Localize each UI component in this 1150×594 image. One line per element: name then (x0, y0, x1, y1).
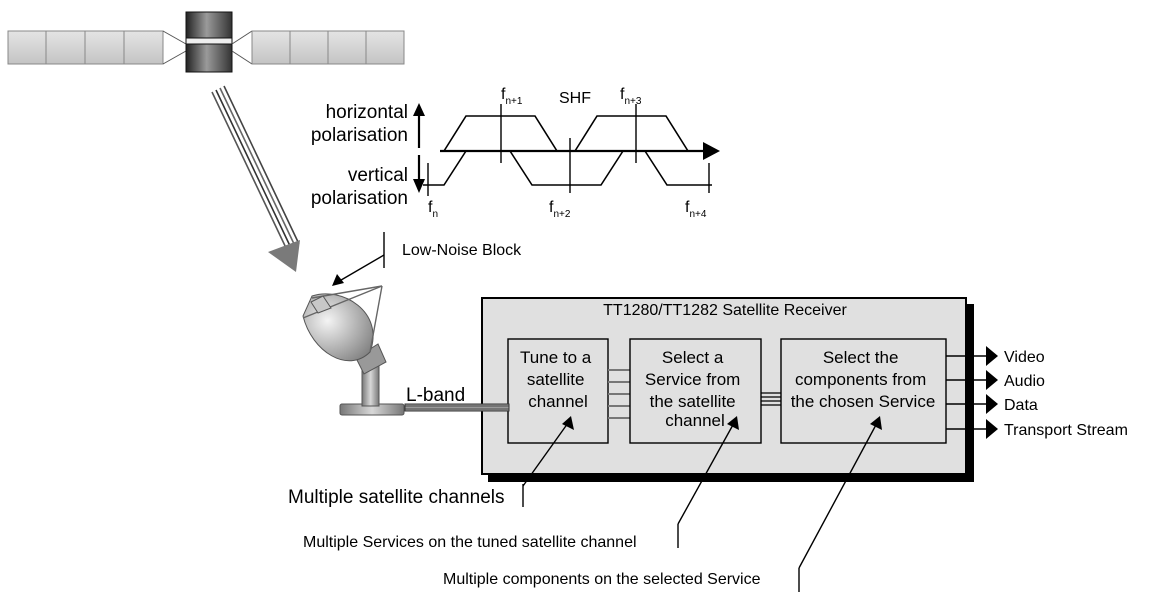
annotation-channels-text: Multiple satellite channels (288, 487, 505, 508)
freq-label-n: fn (428, 199, 438, 220)
tune-box-text: Tune to a satellite channel (520, 348, 596, 411)
select-components-box-text: Select the components from the chosen Se… (791, 348, 936, 411)
output-data: Data (946, 394, 1038, 414)
outputs: Video Audio Data Transport Stream (946, 346, 1128, 439)
freq-label-n4: fn+4 (685, 199, 707, 220)
lnb-label: Low-Noise Block (402, 242, 522, 259)
annotation-components: Multiple components on the selected Serv… (443, 416, 882, 592)
annotation-services-text: Multiple Services on the tuned satellite… (303, 534, 637, 551)
service-bus (761, 392, 781, 406)
annotation-channels: Multiple satellite channels (288, 416, 574, 508)
output-video-label: Video (1004, 349, 1045, 366)
shf-label: SHF (559, 90, 591, 107)
output-audio-label: Audio (1004, 373, 1045, 390)
output-transport-stream: Transport Stream (946, 419, 1128, 439)
satellite-dish-icon (302, 285, 405, 416)
channel-bus (608, 369, 630, 419)
downlink-beam (211, 85, 300, 272)
lband-label: L-band (406, 385, 465, 406)
right-solar-panel (251, 30, 405, 65)
select-service-box-text: Select a Service from the satellite chan… (645, 348, 745, 430)
output-video: Video (946, 346, 1045, 366)
left-solar-panel (7, 30, 164, 65)
output-audio: Audio (946, 370, 1045, 390)
freq-label-n1: fn+1 (501, 86, 523, 107)
receiver-title: TT1280/TT1282 Satellite Receiver (603, 302, 847, 319)
freq-label-n2: fn+2 (549, 199, 571, 220)
horizontal-polarisation-arrow (413, 103, 425, 116)
tune-box (507, 338, 609, 444)
lnb-callout: Low-Noise Block (332, 232, 522, 286)
annotation-services: Multiple Services on the tuned satellite… (303, 416, 739, 551)
annotation-components-text: Multiple components on the selected Serv… (443, 571, 761, 588)
lband-cable: L-band (404, 385, 510, 412)
output-data-label: Data (1004, 397, 1038, 414)
output-transport-stream-label: Transport Stream (1004, 422, 1128, 439)
select-components-box (780, 338, 947, 444)
freq-label-n3: fn+3 (620, 86, 642, 107)
downlink-arrowhead (268, 240, 300, 272)
satellite-icon (7, 11, 405, 73)
receiver-unit: TT1280/TT1282 Satellite Receiver Tune to… (481, 297, 974, 482)
select-service-box (629, 338, 762, 444)
frequency-axis-arrow (703, 142, 720, 160)
vertical-polarisation-arrow (413, 179, 425, 193)
